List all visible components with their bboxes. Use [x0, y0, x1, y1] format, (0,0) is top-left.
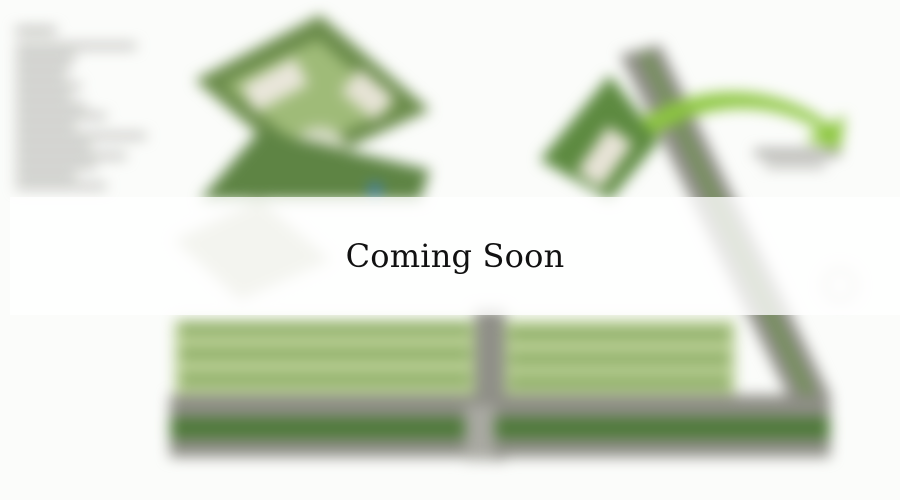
- direction-arrow: [640, 92, 845, 150]
- tower-block-right: [540, 75, 660, 200]
- tower-block-middle: [200, 130, 430, 200]
- legend-list: [16, 28, 146, 188]
- main-road: [170, 395, 830, 417]
- coming-soon-label: Coming Soon: [345, 237, 565, 275]
- coming-soon-banner: Coming Soon: [10, 197, 900, 315]
